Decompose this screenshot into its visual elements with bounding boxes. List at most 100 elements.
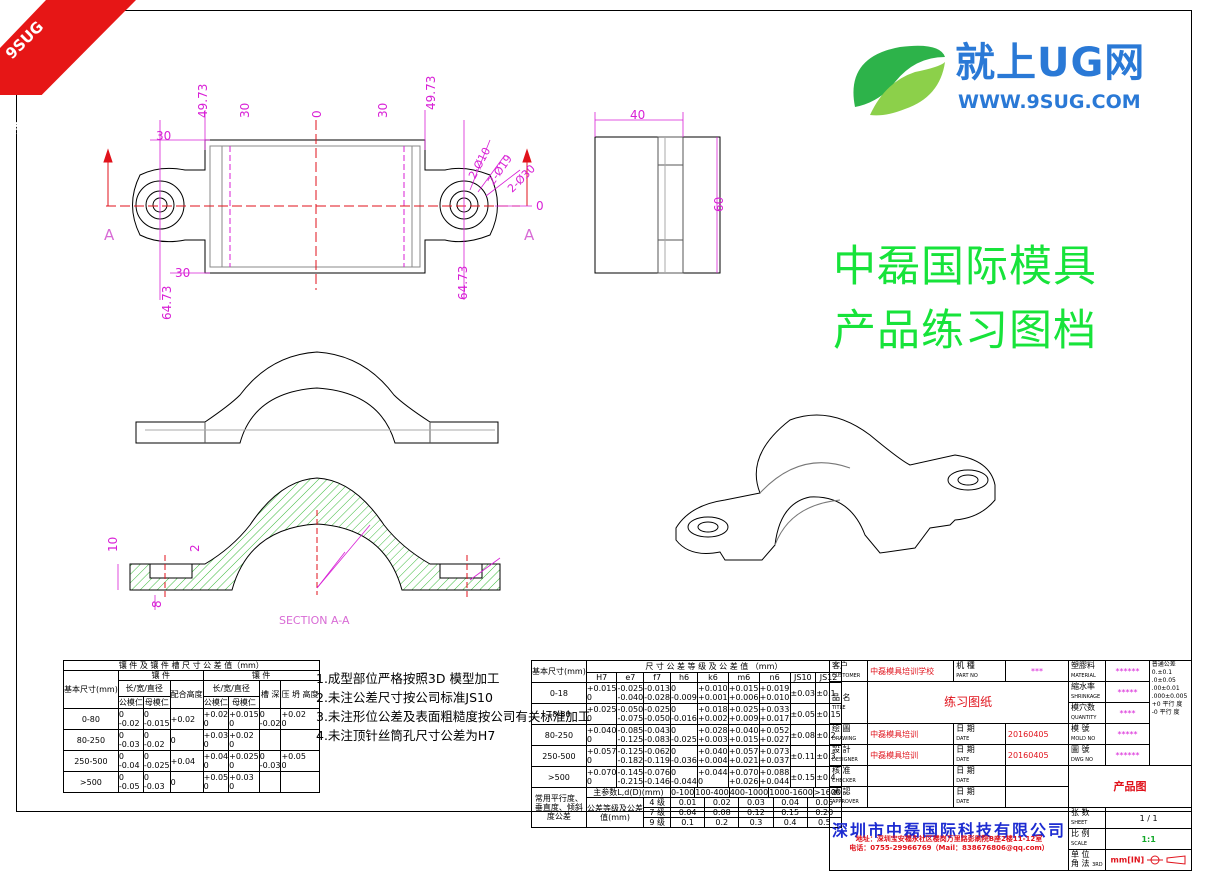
dim-49-73-left: 49.73 <box>196 83 210 118</box>
insert-cell-female: 0 -0.015 <box>142 708 171 730</box>
insert-cell-size: >500 <box>63 771 119 793</box>
dim-60: 60 <box>712 196 726 212</box>
banner-ribbon <box>0 0 136 95</box>
insert-cell-slot-female: +0.02 0 <box>228 729 260 751</box>
tb-scale-en: SCALE <box>1071 841 1088 847</box>
fit-value: +0.040 0 <box>585 724 618 746</box>
note-3: 3.未注形位公差及表面粗糙度按公司有关标准加工 <box>316 709 591 724</box>
fit-col-7: JS10 <box>789 672 817 683</box>
fit-value: +0.025 0 <box>585 703 618 725</box>
tb-scale: 1:1 <box>1105 828 1192 850</box>
insert-head-female2: 母模仁 <box>228 696 260 709</box>
tb-dwg-en: DWG NO <box>1071 757 1093 763</box>
insert-head-female: 母模仁 <box>142 696 171 709</box>
fit-col-6: n6 <box>758 672 791 683</box>
geo-value: >1600 <box>812 788 841 797</box>
tb-date-en-4: DATE <box>956 799 970 805</box>
side-view-dims <box>594 112 718 273</box>
tb-address: 地址：深圳宝安福永社区楼岗万里路彭刷院B座2楼11-12室 <box>855 834 1043 843</box>
fit-value: ±0.03 <box>789 682 817 704</box>
tb-designer-en: DESIGNER <box>832 757 858 763</box>
tb-qty-label: 模穴数 <box>1071 703 1096 712</box>
insert-cell-ejh: +0.02 0 <box>280 708 320 730</box>
insert-cell-slot-male: +0.05 0 <box>202 771 230 793</box>
dim-section-8: 8 <box>150 600 164 608</box>
tb-qty: **** <box>1105 702 1150 724</box>
fit-col-1: e7 <box>616 672 645 683</box>
tb-title: 练习图纸 <box>867 681 1070 724</box>
insert-cell-male: 0 -0.04 <box>117 750 144 772</box>
tb-tol-5: -0 平行 度 <box>1151 709 1180 716</box>
tb-date-en-2: DATE <box>956 757 970 763</box>
insert-head-ejh: 压 坍 高度 <box>280 680 320 709</box>
front-view <box>135 351 499 444</box>
tb-product: 产品图 <box>1068 765 1192 808</box>
fit-value: ±0.05 <box>789 703 817 725</box>
fit-value: +0.052 +0.027 <box>758 724 791 746</box>
dim-0-top: 0 <box>310 110 324 118</box>
dim-30-top: 30 <box>156 129 172 143</box>
fit-value: -0.025 -0.050 <box>643 703 672 725</box>
dim-section-2: 2 <box>188 544 202 552</box>
geo-value: 0.3 <box>738 818 772 827</box>
geo-grade-9: 9 级 <box>643 817 672 828</box>
fit-value: +0.018 +0.002 <box>697 703 729 725</box>
tb-title-en: TITLE <box>832 704 846 711</box>
tb-scale-label: 比 例 <box>1071 829 1090 838</box>
tb-tol-2: .00±0.01 <box>1151 685 1180 692</box>
tb-sheet-label: 张 数 <box>1071 808 1090 817</box>
tb-part-label: 机 種 <box>956 661 975 670</box>
insert-head-lwd: 长/宽/直径 <box>117 680 171 697</box>
tb-checker-en: CHECKER <box>832 778 856 784</box>
insert-cell-fit: 0 <box>169 771 204 793</box>
insert-cell-ejh: +0.05 0 <box>280 750 320 772</box>
fit-value: +0.070 0 <box>585 766 618 788</box>
tb-company: 深圳市中磊国际科技有限公司 <box>832 820 1067 840</box>
tb-shrink: ***** <box>1105 681 1150 703</box>
insert-cell-slot-female: +0.03 0 <box>228 771 260 793</box>
insert-cell-depth <box>258 729 282 751</box>
fit-value: +0.015 +0.006 <box>727 682 760 704</box>
tb-phone: 电话：0755-29966769（Mail：838676806@qq.com） <box>849 843 1049 852</box>
tb-drawing-label: 绘 圖 <box>832 724 851 733</box>
geo-value: 0.05 <box>806 798 841 807</box>
tb-angle-en: 3RD <box>1092 862 1103 868</box>
notes: 1.成型部位严格按照3D 模型加工 2.未注公差尺寸按公司标准JS10 3.未注… <box>316 669 590 745</box>
tb-date-label-4: 日 期 <box>956 787 975 796</box>
dim-section-10: 10 <box>106 536 120 552</box>
geo-value: 1000-1600 <box>768 788 813 797</box>
tb-part-no: *** <box>1004 660 1070 682</box>
geo-value: 0.02 <box>704 798 738 807</box>
tb-dwg: ****** <box>1105 744 1150 766</box>
dim-30-bottom: 30 <box>175 266 191 280</box>
dim-64-73-right: 64.73 <box>456 265 470 300</box>
geo-label: 常用平行度、垂直度、倾斜度公差 <box>531 787 587 828</box>
fit-value: -0.013 -0.028 <box>643 682 672 704</box>
fit-value: 0 -0.009 <box>670 682 699 704</box>
tb-drawing: 中磊模具培训 <box>867 723 955 745</box>
tb-checker-label: 核 准 <box>832 766 851 775</box>
side-view <box>594 136 721 274</box>
tb-date-label-1: 日 期 <box>956 724 975 733</box>
headline-line2: 产品练习图档 <box>833 306 1097 356</box>
top-view-center-lines <box>103 120 532 290</box>
insert-table-title: 镶 件 及 镶 件 槽 尺 寸 公 差 值（mm） <box>63 660 320 671</box>
fit-table-title: 尺 寸 公 差 等 级 及 公 差 值 （mm） <box>585 660 842 673</box>
fit-value: -0.076 -0.146 <box>643 766 672 788</box>
tb-designer-label: 設 計 <box>832 745 851 754</box>
tb-dwg-label: 圖 號 <box>1071 745 1090 754</box>
tb-date-en-1: DATE <box>956 736 970 742</box>
headline-line1: 中磊国际模具 <box>833 242 1097 292</box>
section-marker-left: A <box>104 226 115 244</box>
fit-value: +0.040 +0.004 <box>697 745 729 767</box>
fit-value: 0 -0.036 <box>670 745 699 767</box>
tb-material-label: 塑膠料 <box>1071 661 1096 670</box>
insert-cell-slot-female: +0.025 0 <box>228 750 260 772</box>
insert-cell-size: 250-500 <box>63 750 119 772</box>
tb-customer-en: CUSTOMER <box>832 673 861 679</box>
tb-tol-1: .0±0.05 <box>1151 677 1176 684</box>
